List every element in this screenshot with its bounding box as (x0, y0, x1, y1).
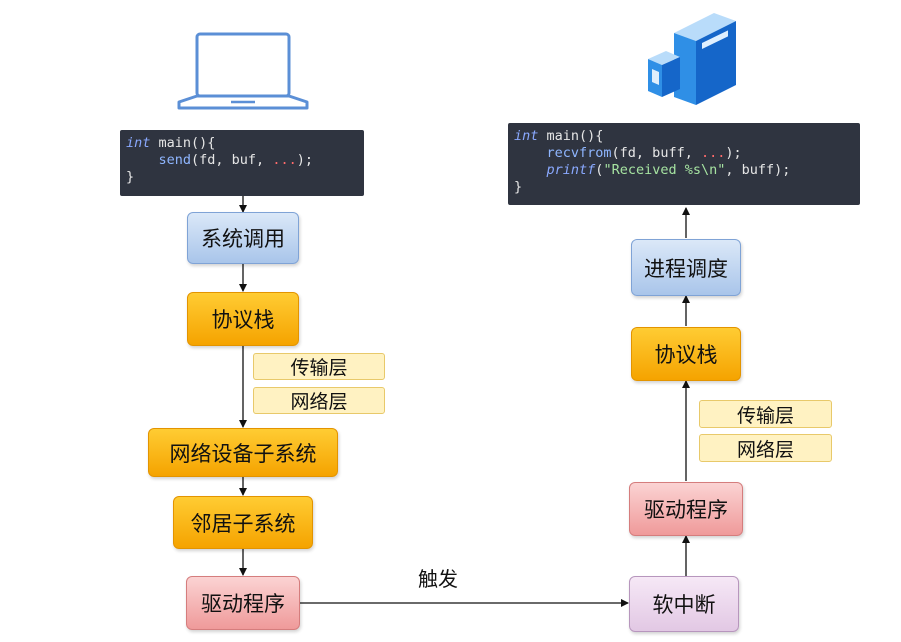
right-step-softirq: 软中断 (629, 576, 739, 632)
left-step-protocol-stack: 协议栈 (187, 292, 299, 346)
right-layer-transport: 传输层 (699, 400, 832, 428)
laptop-icon (173, 30, 313, 114)
code-string: "Received %s\n" (603, 162, 726, 178)
right-step-protocol-stack: 协议栈 (631, 327, 741, 381)
code-text: main(){ (538, 128, 604, 144)
code-function: printf (546, 162, 596, 178)
code-text: ); (725, 145, 742, 161)
code-text: } (514, 179, 523, 195)
left-step-neighbor-subsystem: 邻居子系统 (173, 496, 313, 549)
code-keyword: int (126, 135, 151, 151)
code-text: (fd, buff, (611, 145, 701, 161)
code-keyword: int (514, 128, 539, 144)
left-layer-transport: 传输层 (253, 353, 385, 380)
code-text: , buff); (725, 162, 791, 178)
right-layer-network: 网络层 (699, 434, 832, 462)
trigger-label: 触发 (418, 567, 458, 591)
code-function: send (158, 152, 192, 168)
right-step-driver: 驱动程序 (629, 482, 743, 536)
code-ellipsis: ... (700, 145, 726, 161)
code-ellipsis: ... (272, 152, 297, 168)
left-step-driver: 驱动程序 (186, 576, 300, 630)
code-text: ( (595, 162, 604, 178)
code-text: main(){ (150, 135, 216, 151)
server-icon (644, 5, 738, 107)
right-step-scheduling: 进程调度 (631, 239, 741, 296)
right-code-block: int main(){ recvfrom(fd, buff, ...); pri… (508, 123, 860, 205)
left-code-block: int main(){ send(fd, buf, ...); } (120, 130, 364, 196)
left-step-netdev-subsystem: 网络设备子系统 (148, 428, 338, 477)
left-step-syscall: 系统调用 (187, 212, 299, 264)
code-text: (fd, buf, (191, 152, 273, 168)
code-text: } (126, 169, 135, 185)
code-text: ); (296, 152, 313, 168)
code-function: recvfrom (546, 145, 612, 161)
left-layer-network: 网络层 (253, 387, 385, 414)
